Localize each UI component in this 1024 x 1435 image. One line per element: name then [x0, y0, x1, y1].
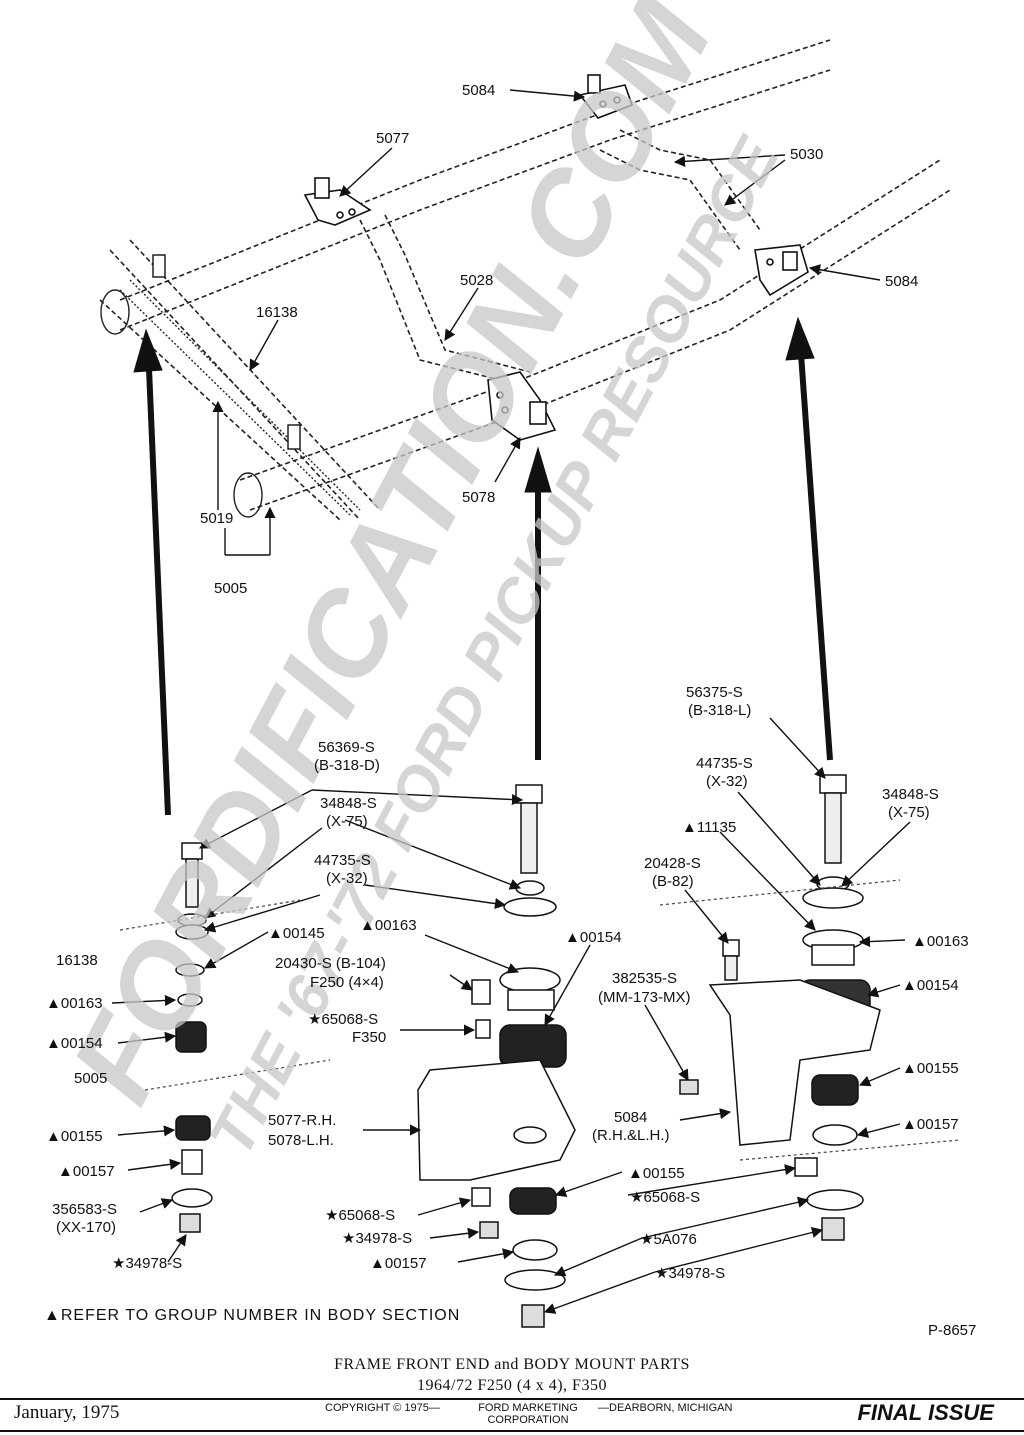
label-16138-frame: 16138 [256, 304, 298, 321]
frame-studs [152, 254, 301, 450]
label-washer-34848-right: 34848-S [882, 786, 939, 803]
label-5005-left: 5005 [74, 1070, 107, 1087]
label-washer-44735-right: 44735-S [696, 755, 753, 772]
label-00163-left: ▲00163 [46, 995, 103, 1012]
label-washer-34848: 34848-S [320, 795, 377, 812]
footer-issue: FINAL ISSUE [857, 1400, 994, 1425]
label-65068-f350: ★65068-S [308, 1011, 378, 1028]
label-00155-right: ▲00155 [902, 1060, 959, 1077]
label-20430-model: F250 (4×4) [310, 974, 384, 991]
label-00157-mid: ▲00157 [370, 1255, 427, 1272]
label-00163-mid: ▲00163 [360, 917, 417, 934]
label-5077-rh: 5077-R.H. [268, 1112, 336, 1129]
label-5019: 5019 [200, 510, 233, 527]
label-356583: 356583-S [52, 1201, 117, 1218]
label-65068-right: ★65068-S [630, 1189, 700, 1206]
bracket-5077 [303, 177, 372, 226]
part-labels: 5084 5077 5030 5084 5028 16138 5078 5019… [44, 82, 976, 1339]
label-washer-44735-code: (X-32) [326, 870, 368, 887]
label-5084-bracket: 5084 [614, 1109, 647, 1126]
label-16138-left: 16138 [56, 952, 98, 969]
footer-company-line1: FORD MARKETING [478, 1402, 578, 1414]
label-382535: 382535-S [612, 970, 677, 987]
label-bolt-56375: 56375-S [686, 684, 743, 701]
label-5030: 5030 [790, 146, 823, 163]
footer-copyright: COPYRIGHT © 1975— [325, 1402, 440, 1414]
label-34978-right: ★34978-S [655, 1265, 725, 1282]
label-5a076: ★5A076 [640, 1231, 697, 1248]
footer-rule-bottom [0, 1430, 1024, 1432]
label-34978-left: ★34978-S [112, 1255, 182, 1272]
label-5084-bracket-code: (R.H.&L.H.) [592, 1127, 670, 1144]
label-5077: 5077 [376, 130, 409, 147]
label-5078-lh: 5078-L.H. [268, 1132, 334, 1149]
label-bolt-56369-code: (B-318-D) [314, 757, 380, 774]
label-34978-mid: ★34978-S [342, 1230, 412, 1247]
footer-date: January, 1975 [14, 1402, 120, 1423]
label-356583-code: (XX-170) [56, 1219, 116, 1236]
label-382535-code: (MM-173-MX) [598, 989, 691, 1006]
label-bolt-56369: 56369-S [318, 739, 375, 756]
label-5005-frame: 5005 [214, 580, 247, 597]
label-bolt-56375-code: (B-318-L) [688, 702, 751, 719]
frame-outline [99, 39, 951, 521]
footer-title-line1: FRAME FRONT END and BODY MOUNT PARTS [334, 1356, 690, 1373]
assembly-arrows [133, 316, 833, 816]
label-00154-right: ▲00154 [902, 977, 959, 994]
bracket-5084-right [754, 244, 809, 297]
frame-front-tube [100, 279, 361, 518]
label-20428: 20428-S [644, 855, 701, 872]
leader-lines [111, 89, 911, 1314]
footer-location: —DEARBORN, MICHIGAN [598, 1402, 733, 1414]
label-5078: 5078 [462, 489, 495, 506]
label-00155-left: ▲00155 [46, 1128, 103, 1145]
plate-number: P-8657 [928, 1322, 976, 1339]
label-00145: ▲00145 [268, 925, 325, 942]
footer-company: FORD MARKETING CORPORATION [468, 1402, 588, 1426]
label-00157-right: ▲00157 [902, 1116, 959, 1133]
label-65068-f350-model: F350 [352, 1029, 386, 1046]
label-00155-mid: ▲00155 [628, 1165, 685, 1182]
label-00154-mid: ▲00154 [565, 929, 622, 946]
label-washer-44735-right-code: (X-32) [706, 773, 748, 790]
bracket-5078 [487, 371, 557, 441]
label-5084-top: 5084 [462, 82, 495, 99]
label-20428-code: (B-82) [652, 873, 694, 890]
label-65068-mid: ★65068-S [325, 1207, 395, 1224]
label-00154-left: ▲00154 [46, 1035, 103, 1052]
label-washer-34848-code: (X-75) [326, 813, 368, 830]
label-washer-44735: 44735-S [314, 852, 371, 869]
footer-company-line2: CORPORATION [487, 1414, 569, 1426]
body-outline-lines [119, 879, 961, 1161]
label-11135: ▲11135 [682, 819, 736, 836]
footer-title-line2: 1964/72 F250 (4 x 4), F350 [417, 1377, 607, 1394]
label-5084-right: 5084 [885, 273, 918, 290]
label-washer-34848-right-code: (X-75) [888, 804, 930, 821]
label-00157-left: ▲00157 [58, 1163, 115, 1180]
right-mount-stack [679, 774, 881, 1241]
watermark-line1: FORDIFICATION.COM [46, 0, 738, 1122]
label-00163-right: ▲00163 [912, 933, 969, 950]
middle-mount-stack [417, 784, 576, 1328]
bracket-5084-top [578, 74, 634, 119]
footer-rule-top [0, 1398, 1024, 1400]
label-5028: 5028 [460, 272, 493, 289]
label-20430: 20430-S (B-104) [275, 955, 386, 972]
refer-note: ▲REFER TO GROUP NUMBER IN BODY SECTION [44, 1307, 460, 1324]
